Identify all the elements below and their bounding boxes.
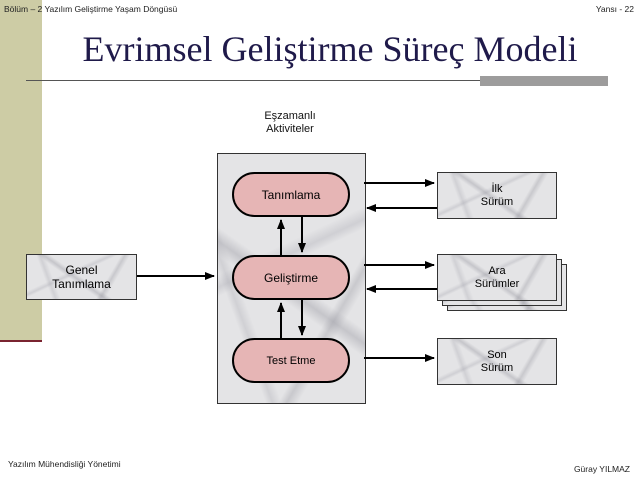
- activity-development: Geliştirme: [232, 255, 350, 300]
- concurrent-label-line2: Aktiviteler: [266, 123, 314, 135]
- initial-outline-line1: Genel: [65, 263, 98, 277]
- slide-title: Evrimsel Geliştirme Süreç Modeli: [82, 29, 578, 69]
- footer-course: Yazılım Mühendisliği Yönetimi: [8, 459, 121, 469]
- concurrent-label-line1: Eşzamanlı: [264, 110, 316, 122]
- concurrent-activities-label: Eşzamanlı Aktiviteler: [240, 110, 340, 136]
- intermediate-versions-box: Ara Sürümler: [437, 254, 557, 301]
- activity-specification: Tanımlama: [232, 172, 350, 217]
- header-chapter: Bölüm – 2 Yazılım Geliştirme Yaşam Döngü…: [4, 4, 178, 14]
- final-version-box: Son Sürüm: [437, 338, 557, 385]
- initial-outline-box: Genel Tanımlama: [26, 254, 137, 300]
- final-version-line1: Son: [487, 348, 507, 361]
- intermediate-versions-line1: Ara: [488, 264, 506, 277]
- initial-version-line1: İlk: [491, 182, 503, 195]
- header-slide-number: Yansı - 22: [595, 4, 634, 14]
- activity-testing: Test Etme: [232, 338, 350, 383]
- initial-version-box: İlk Sürüm: [437, 172, 557, 219]
- left-strip-accent-line: [0, 340, 42, 342]
- intermediate-versions-line2: Sürümler: [474, 277, 520, 290]
- title-accent-bar: [480, 76, 608, 86]
- title-underline: [26, 80, 608, 81]
- initial-version-line2: Sürüm: [480, 195, 514, 208]
- final-version-line2: Sürüm: [480, 361, 514, 374]
- initial-outline-line2: Tanımlama: [52, 277, 111, 291]
- footer-author: Güray YILMAZ: [573, 464, 630, 474]
